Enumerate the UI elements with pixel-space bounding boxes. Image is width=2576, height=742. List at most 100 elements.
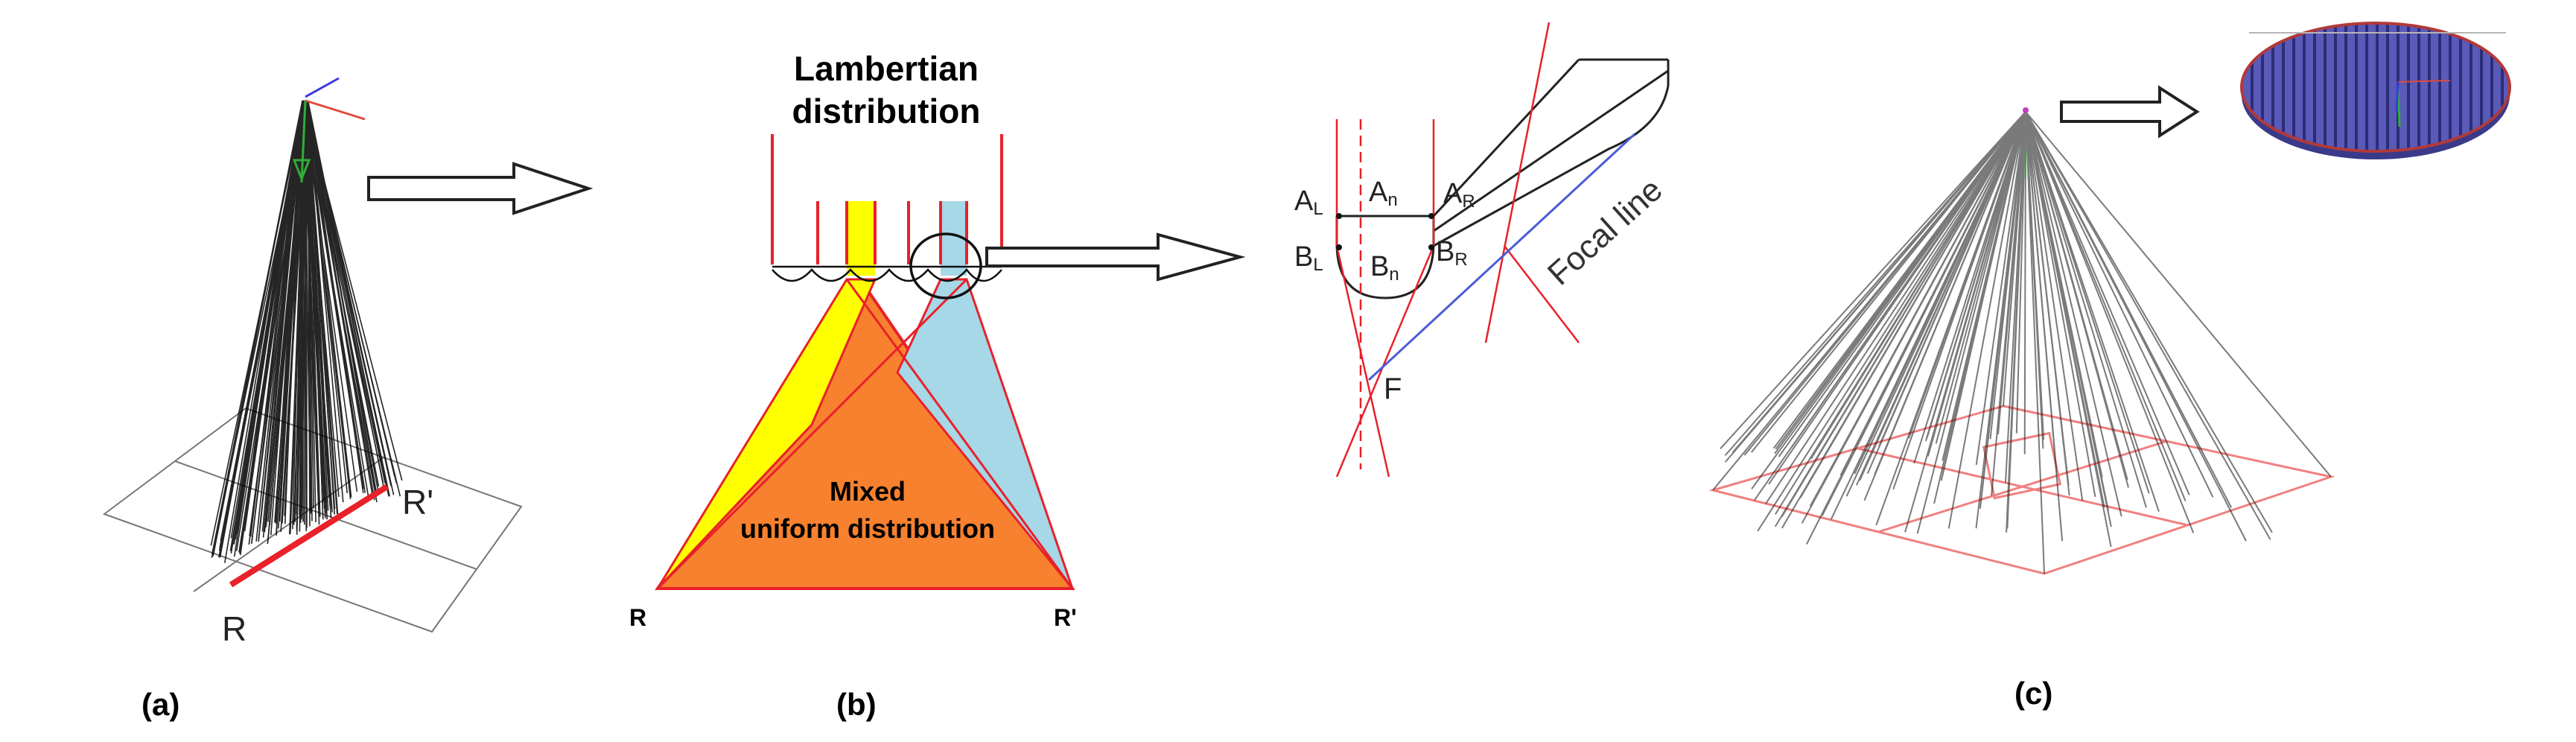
- ray-line: [306, 100, 317, 522]
- ray-line: [1757, 111, 2026, 532]
- ray-line: [220, 100, 307, 542]
- panel-c: (c): [1708, 22, 2511, 711]
- ray-line: [307, 100, 331, 507]
- lenslet-array: [772, 265, 1002, 282]
- ray-line: [307, 100, 329, 511]
- ray-line: [1720, 111, 2026, 449]
- ray-line: [2025, 111, 2160, 513]
- ray-line: [270, 100, 305, 536]
- ray-line: [2025, 111, 2058, 469]
- label-focal-point: F: [1384, 372, 1402, 405]
- ray-line: [1940, 111, 2026, 481]
- ray-line: [1947, 111, 2026, 529]
- ray-line: [248, 100, 307, 545]
- ray-line: [2025, 111, 2332, 478]
- arrow-b-to-detail: [985, 232, 1246, 282]
- label-focal-line: Focal line: [1541, 171, 1670, 292]
- label-rprime-b: R': [1054, 604, 1077, 631]
- ray-line: [2025, 111, 2122, 517]
- ray-line: [303, 100, 338, 514]
- ray-line: [302, 100, 403, 481]
- label-r-b: R: [629, 604, 646, 631]
- label-bl: BL: [1294, 241, 1323, 275]
- ray-line: [1751, 111, 2026, 489]
- caption-a: (a): [141, 687, 179, 722]
- ray-line: [2025, 111, 2096, 498]
- ray-line: [1799, 111, 2026, 498]
- ray-line: [305, 100, 380, 494]
- ray-line: [235, 100, 306, 540]
- label-al: AL: [1294, 186, 1323, 219]
- label-r-a: R: [222, 609, 247, 648]
- panel-b: Lambertian distribution: [629, 49, 1246, 722]
- label-an: An: [1369, 177, 1398, 210]
- ray-line: [2025, 111, 2084, 501]
- ray-line: [255, 100, 304, 542]
- panel-a: R R' (a): [102, 77, 594, 722]
- ray-line: [2025, 111, 2195, 533]
- ray-line: [2025, 111, 2129, 488]
- lens-points: [1336, 213, 1434, 250]
- ray-line: [210, 100, 305, 546]
- axes-gizmo-a: [292, 77, 366, 183]
- line-r-rprime-a: [229, 483, 389, 588]
- yellow-column: [847, 201, 875, 276]
- ray-line: [2025, 111, 2214, 498]
- ray-line: [1743, 111, 2026, 456]
- label-br: BR: [1436, 236, 1468, 270]
- ray-line: [1731, 111, 2026, 453]
- ray-line: [2025, 111, 2045, 440]
- ray-line: [2025, 111, 2103, 478]
- ray-line: [2025, 111, 2045, 574]
- red-rays: [1335, 22, 1580, 478]
- ray-line: [1863, 111, 2026, 501]
- ray-line: [305, 100, 349, 494]
- ray-line: [1781, 111, 2026, 518]
- ray-line: [1916, 111, 2026, 534]
- ray-line: [1913, 111, 2026, 464]
- ray-line: [1821, 111, 2026, 516]
- ray-line: [1878, 111, 2026, 447]
- ray-line: [2025, 111, 2187, 502]
- center-line2-b: uniform distribution: [740, 513, 995, 544]
- title-line2-b: distribution: [792, 92, 981, 130]
- ray-fan-c: [1712, 111, 2332, 574]
- ray-line: [217, 100, 308, 558]
- ray-line: [2025, 111, 2271, 540]
- ray-line: [1892, 111, 2026, 490]
- center-line1-b: Mixed: [830, 476, 906, 507]
- ray-line: [1845, 111, 2026, 497]
- ray-line: [1772, 111, 2026, 449]
- label-ar: AR: [1443, 178, 1475, 212]
- label-bn: Bn: [1370, 251, 1399, 285]
- caption-c: (c): [2014, 676, 2052, 711]
- ray-line: [1809, 111, 2026, 507]
- arrow-a-to-b: [367, 162, 594, 215]
- panel-detail: AL An AR BL Bn BR F Focal line: [1294, 22, 1670, 478]
- lens-highlight-circle: [909, 232, 982, 299]
- ray-line: [305, 100, 328, 520]
- ray-line: [1997, 111, 2026, 435]
- ray-line: [2006, 111, 2026, 533]
- ray-line: [1975, 111, 2026, 466]
- ray-line: [2025, 111, 2273, 533]
- ray-line: [1765, 111, 2026, 504]
- ray-line: [2025, 111, 2233, 508]
- caption-b: (b): [836, 687, 877, 722]
- lens-disk: [2240, 22, 2511, 159]
- ray-line: [1774, 111, 2026, 515]
- ray-line: [274, 100, 307, 523]
- ray-line: [2025, 111, 2070, 496]
- ray-line: [223, 100, 304, 563]
- ray-line: [2025, 111, 2190, 495]
- title-line1-b: Lambertian: [794, 49, 979, 88]
- label-rprime-a: R': [402, 483, 433, 521]
- channel-walls: [771, 134, 1003, 264]
- ray-line: [2015, 111, 2026, 434]
- ray-line: [1791, 111, 2026, 448]
- ray-line: [1927, 111, 2026, 457]
- focal-line: [1367, 133, 1636, 381]
- arrow-c-to-disk: [2060, 85, 2200, 139]
- ray-line: [1975, 111, 2026, 529]
